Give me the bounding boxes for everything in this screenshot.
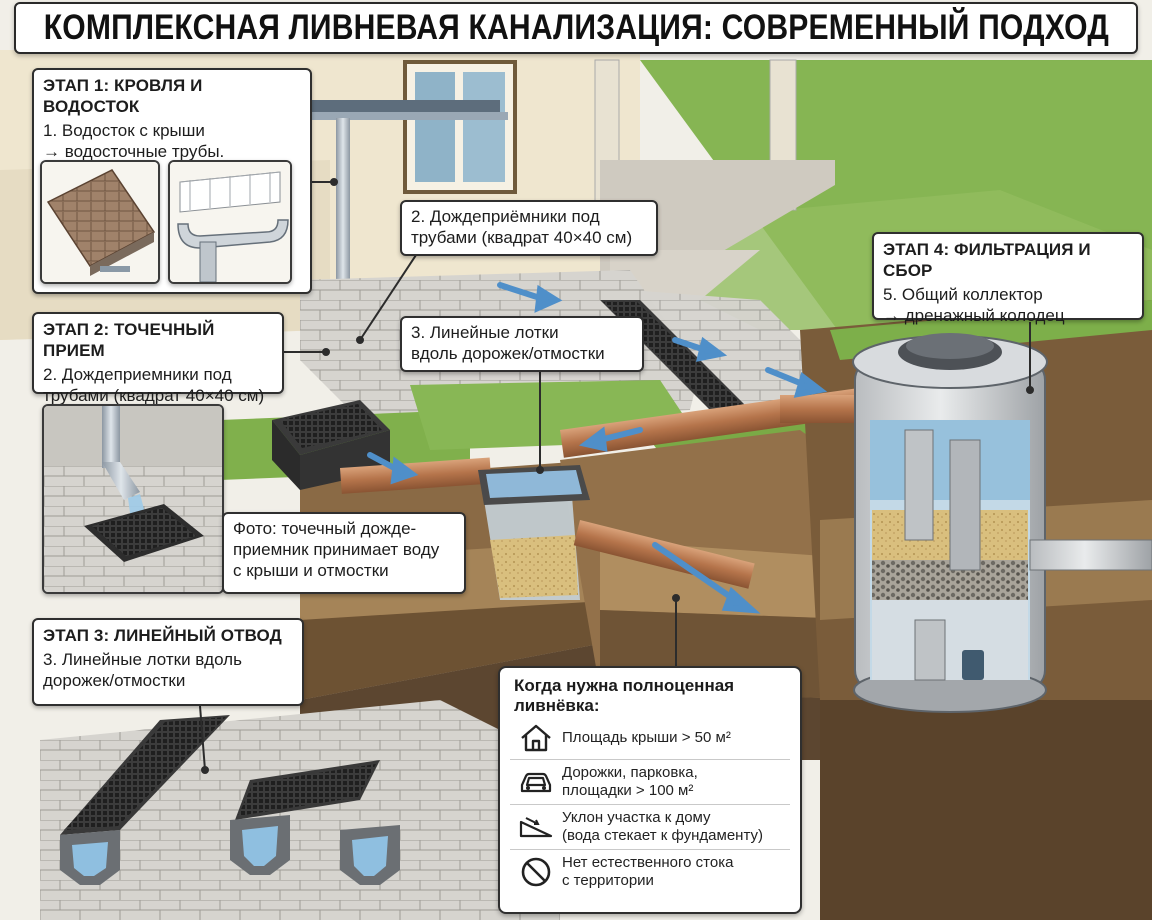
stage3-line-1: 3. Линейные лотки вдоль	[43, 650, 242, 669]
slope-icon	[510, 810, 562, 844]
stage3-callout: ЭТАП 3: ЛИНЕЙНЫЙ ОТВОД 3. Линейные лотки…	[32, 618, 304, 706]
stage1-heading: ЭТАП 1: КРОВЛЯ И ВОДОСТОК	[43, 76, 203, 116]
condition-paved-area: Дорожки, парковка, площадки > 100 м²	[510, 760, 790, 805]
condition-slope: Уклон участка к дому (вода стекает к фун…	[510, 805, 790, 850]
when-needed-title-line-1: Когда нужна полноценная	[514, 676, 735, 695]
condition-roof-area: Площадь крыши > 50 м²	[510, 716, 790, 760]
point-receivers-label: 2. Дождеприёмники под трубами (квадрат 4…	[400, 200, 658, 256]
stage4-line-2: → дренажный колодец	[883, 306, 1065, 325]
point-receivers-line-1: 2. Дождеприёмники под	[411, 207, 600, 226]
stage1-line-1: 1. Водосток с крыши	[43, 121, 205, 140]
stage2-line-1: 2. Дождеприемники под	[43, 365, 232, 384]
condition-slope-line-2: (вода стекает к фундаменту)	[562, 827, 763, 844]
condition-roof-area-text: Площадь крыши > 50 м²	[562, 728, 731, 746]
photo-caption-line-1: Фото: точечный дожде-	[233, 519, 417, 538]
point-receiver-photo	[42, 404, 224, 594]
point-receivers-line-2: трубами (квадрат 40×40 см)	[411, 228, 633, 247]
car-icon	[510, 765, 562, 799]
stage2-callout: ЭТАП 2: ТОЧЕЧНЫЙ ПРИЕМ 2. Дождеприемники…	[32, 312, 284, 405]
stage3-heading: ЭТАП 3: ЛИНЕЙНЫЙ ОТВОД	[43, 626, 282, 645]
photo-caption-line-2: приемник принимает воду	[233, 540, 440, 559]
house-icon	[510, 721, 562, 755]
when-needed-title-line-2: ливнёвка:	[514, 696, 600, 715]
stage3-line-2: дорожек/отмостки	[43, 671, 186, 690]
linear-trays-line-1: 3. Линейные лотки	[411, 323, 559, 342]
when-needed-title: Когда нужна полноценная ливнёвка:	[514, 676, 790, 716]
linear-trays-line-2: вдоль дорожек/отмостки	[411, 344, 605, 363]
roof-tiles-thumbnail	[40, 160, 160, 284]
linear-trays-label: 3. Линейные лотки вдоль дорожек/отмостки	[400, 316, 644, 372]
gutter-thumbnail	[168, 160, 292, 284]
photo-caption: Фото: точечный дожде- приемник принимает…	[222, 512, 466, 594]
stage4-heading: ЭТАП 4: ФИЛЬТРАЦИЯ И СБОР	[883, 240, 1091, 280]
stage2-line-2: трубами (квадрат 40×40 см)	[43, 386, 265, 405]
no-entry-icon	[510, 855, 562, 889]
stage2-heading: ЭТАП 2: ТОЧЕЧНЫЙ ПРИЕМ	[43, 320, 215, 360]
downpipe-drain-photo-icon	[44, 406, 222, 592]
condition-no-runoff: Нет естественного стока с территории	[510, 850, 790, 894]
condition-no-runoff-line-1: Нет естественного стока	[562, 854, 734, 871]
condition-no-runoff-line-2: с территории	[562, 872, 654, 889]
stage4-line-1: 5. Общий коллектор	[883, 285, 1043, 304]
photo-caption-line-3: с крыши и отмостки	[233, 561, 389, 580]
condition-slope-line-1: Уклон участка к дому	[562, 809, 711, 826]
condition-paved-area-line-2: площадки > 100 м²	[562, 782, 694, 799]
roof-tiles-icon	[42, 162, 158, 282]
condition-paved-area-line-1: Дорожки, парковка,	[562, 764, 698, 781]
stage4-callout: ЭТАП 4: ФИЛЬТРАЦИЯ И СБОР 5. Общий колле…	[872, 232, 1144, 325]
stage1-line-2: → водосточные трубы.	[43, 142, 225, 161]
gutter-icon	[170, 162, 290, 282]
page-title: КОМПЛЕКСНАЯ ЛИВНЕВАЯ КАНАЛИЗАЦИЯ: СОВРЕМ…	[43, 8, 1109, 47]
when-needed-panel: Когда нужна полноценная ливнёвка: Площад…	[498, 666, 802, 914]
page-title-bar: КОМПЛЕКСНАЯ ЛИВНЕВАЯ КАНАЛИЗАЦИЯ: СОВРЕМ…	[14, 2, 1138, 54]
